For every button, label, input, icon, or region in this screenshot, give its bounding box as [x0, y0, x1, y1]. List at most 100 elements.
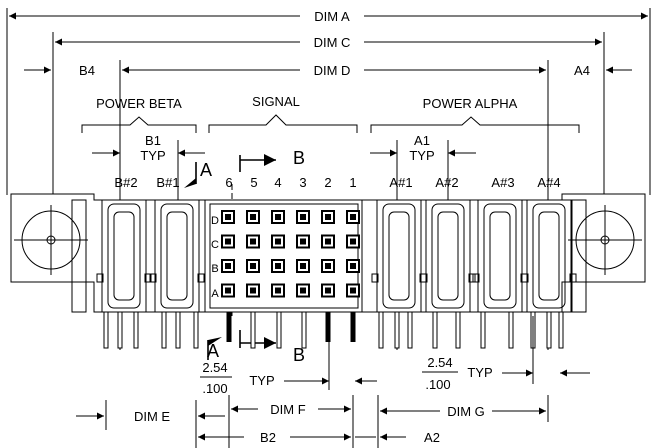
signal-contact-core	[250, 238, 256, 245]
contact-pin	[546, 311, 552, 349]
section-b-marker: B B	[239, 148, 305, 365]
dim-c-callout: DIM C	[52, 32, 605, 210]
connector-housing	[10, 193, 646, 313]
power-contact-a3	[472, 199, 528, 313]
section-a-bottom: A	[207, 341, 219, 361]
dim-g-callout: DIM G	[377, 395, 549, 448]
signal-row-labels: D C B A	[211, 215, 219, 300]
section-a-top: A	[200, 160, 212, 180]
signal-col-label: 2	[324, 175, 331, 190]
signal-column-labels: 6 5 4 3 2 1	[225, 175, 356, 190]
signal-contact-core	[325, 263, 331, 269]
contact-label-b1: B#1	[156, 175, 179, 190]
pitch-callout-right: 2.54 .100 TYP	[422, 316, 590, 392]
mounting-hole-right	[568, 205, 642, 275]
contact-pin	[558, 311, 564, 349]
signal-pin	[350, 312, 356, 342]
power-alpha-group: POWER ALPHA	[370, 96, 580, 133]
signal-row-label: D	[211, 215, 219, 227]
signal-contact-core	[225, 263, 231, 269]
contact-pin	[480, 311, 486, 349]
signal-pin	[325, 312, 331, 342]
a4-label: A4	[574, 63, 590, 78]
dim-d-label: DIM D	[314, 63, 351, 78]
signal-contact-core	[275, 238, 281, 245]
pitch-in-right: .100	[425, 377, 450, 392]
contact-pin	[394, 311, 400, 349]
contact-pin	[432, 311, 438, 349]
contact-pin	[193, 311, 199, 349]
b2-callout: B2	[198, 430, 351, 445]
pitch-typ-right: TYP	[467, 365, 492, 380]
signal-row-label: B	[211, 263, 218, 275]
signal-contact-core	[225, 214, 231, 220]
a2-callout: A2	[355, 430, 440, 445]
contact-label-a3: A#3	[491, 175, 514, 190]
signal-col-label: 4	[274, 175, 281, 190]
mounting-hole-left	[14, 205, 88, 275]
contact-pins	[103, 311, 564, 349]
pitch-mm-right: 2.54	[427, 355, 452, 370]
dim-g-label: DIM G	[447, 404, 485, 419]
contact-pin	[276, 311, 282, 349]
beta-contact-labels: B#2 B#1	[114, 175, 179, 190]
dim-f-label: DIM F	[270, 402, 305, 417]
b1-typ-label: TYP	[140, 148, 165, 163]
signal-row-label: A	[211, 288, 219, 300]
signal-contact-core	[325, 287, 331, 294]
contact-pin	[508, 311, 514, 349]
b4-callout: B4	[24, 63, 95, 78]
signal-col-label: 3	[299, 175, 306, 190]
a4-callout: A4	[574, 63, 632, 78]
section-b-top: B	[293, 148, 305, 168]
signal-col-label: 1	[349, 175, 356, 190]
signal-contact-core	[350, 287, 356, 294]
contact-pin	[455, 311, 461, 349]
power-beta-group: POWER BETA	[81, 96, 197, 133]
dim-e-label: DIM E	[134, 409, 170, 424]
pitch-in-left: .100	[202, 381, 227, 396]
signal-contact-core	[275, 263, 281, 269]
section-b-bottom: B	[293, 345, 305, 365]
a2-label: A2	[424, 430, 440, 445]
signal-label: SIGNAL	[252, 94, 300, 109]
signal-contact-core	[250, 214, 256, 220]
a1-label: A1	[414, 133, 430, 148]
signal-contact-core	[325, 238, 331, 245]
signal-row-label: C	[211, 239, 219, 251]
signal-contact-core	[350, 263, 356, 269]
power-contact-b2	[96, 199, 152, 313]
pitch-mm-left: 2.54	[202, 360, 227, 375]
contact-pin	[407, 311, 413, 349]
signal-contact-grid	[221, 210, 360, 298]
contact-pin	[175, 311, 181, 349]
contact-label-a1: A#1	[389, 175, 412, 190]
signal-contact-core	[275, 287, 281, 294]
b1-label: B1	[145, 133, 161, 148]
contact-label-a2: A#2	[435, 175, 458, 190]
pitch-typ-left: TYP	[249, 373, 274, 388]
contact-pin	[103, 311, 109, 349]
signal-contact-core	[325, 214, 331, 220]
signal-contact-core	[300, 263, 306, 269]
signal-contact-core	[300, 238, 306, 245]
power-alpha-label: POWER ALPHA	[423, 96, 518, 111]
contact-label-a4: A#4	[537, 175, 560, 190]
dim-f-callout: DIM F	[228, 395, 354, 448]
signal-col-label: 5	[250, 175, 257, 190]
b1-callout: B1 TYP	[92, 133, 205, 210]
contact-pin	[250, 311, 256, 349]
dim-c-label: DIM C	[314, 35, 351, 50]
b4-label: B4	[79, 63, 95, 78]
signal-contact-core	[225, 287, 231, 294]
contact-pin	[161, 311, 167, 349]
signal-contact-core	[275, 214, 281, 220]
signal-contact-core	[300, 214, 306, 220]
dim-a-label: DIM A	[314, 9, 350, 24]
contact-pin	[133, 311, 139, 349]
signal-col-label: 6	[225, 175, 232, 190]
b2-label: B2	[260, 430, 276, 445]
contact-pin	[117, 311, 123, 349]
contact-pin	[378, 311, 384, 349]
